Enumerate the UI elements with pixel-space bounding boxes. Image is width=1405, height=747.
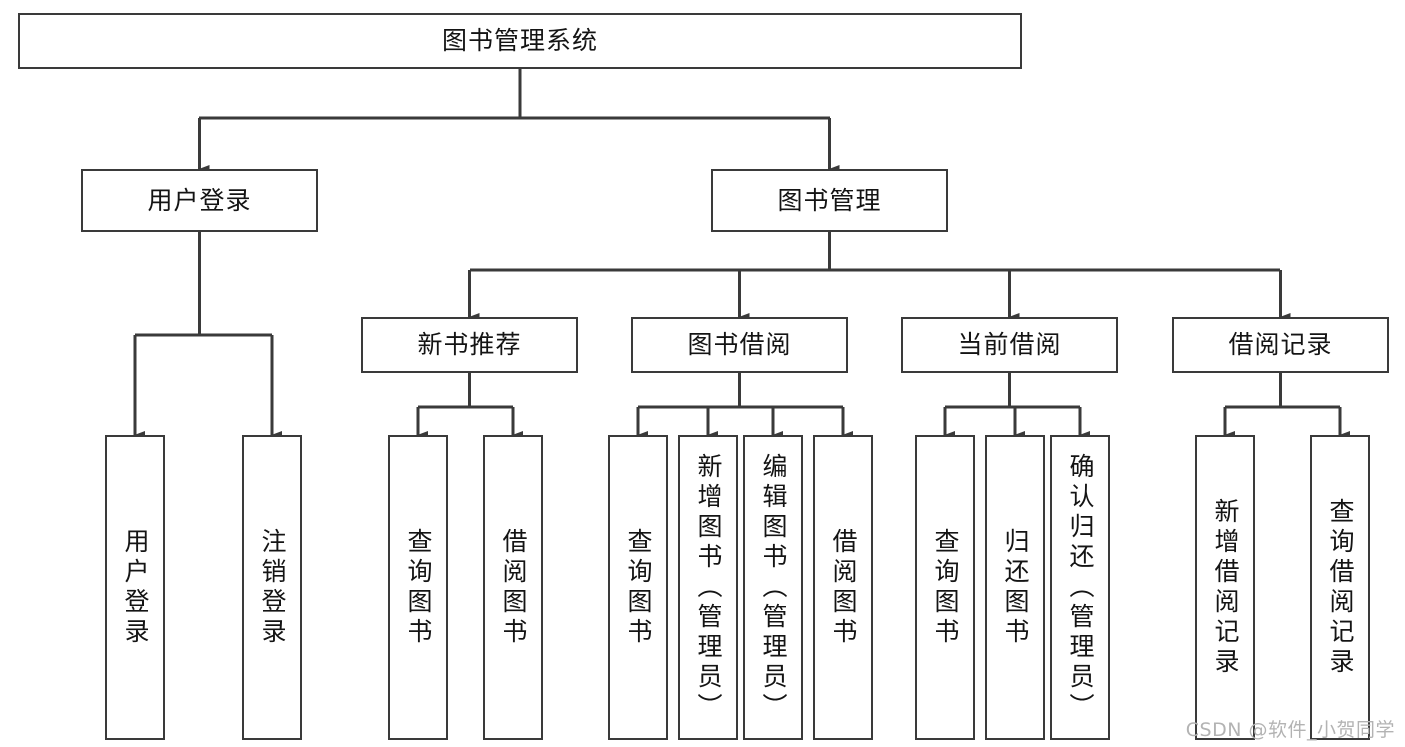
node-current-borrow[interactable]: 当前借阅 [901, 317, 1118, 373]
node-borrow-record-label: 借阅记录 [1228, 330, 1333, 359]
leaf-cb-confirm-return[interactable]: 确认归还（管理员） [1050, 435, 1110, 740]
node-current-borrow-label: 当前借阅 [957, 330, 1062, 359]
leaf-cb-query-book-label: 查询图书 [931, 527, 960, 648]
leaf-user-login[interactable]: 用户登录 [105, 435, 165, 740]
node-new-book-recommend-label: 新书推荐 [417, 330, 522, 359]
leaf-br-add-record[interactable]: 新增借阅记录 [1195, 435, 1255, 740]
leaf-nbr-query-book-label: 查询图书 [404, 527, 433, 648]
node-root-label: 图书管理系统 [441, 26, 598, 55]
node-root[interactable]: 图书管理系统 [18, 13, 1022, 69]
leaf-user-login-label: 用户登录 [121, 527, 150, 648]
leaf-bb-query-book[interactable]: 查询图书 [608, 435, 668, 740]
node-user-login-label: 用户登录 [147, 185, 252, 215]
leaf-bb-edit-book-label: 编辑图书（管理员） [759, 452, 788, 723]
node-book-borrow-label: 图书借阅 [687, 330, 792, 359]
leaf-bb-borrow-book[interactable]: 借阅图书 [813, 435, 873, 740]
leaf-cb-return-book-label: 归还图书 [1001, 527, 1030, 648]
leaf-cb-query-book[interactable]: 查询图书 [915, 435, 975, 740]
csdn-watermark: CSDN @软件_小贺同学 [1185, 719, 1395, 741]
node-book-borrow[interactable]: 图书借阅 [631, 317, 848, 373]
leaf-br-add-record-label: 新增借阅记录 [1211, 497, 1240, 678]
leaf-cb-confirm-return-label: 确认归还（管理员） [1066, 452, 1095, 723]
leaf-cb-return-book[interactable]: 归还图书 [985, 435, 1045, 740]
leaf-bb-add-book-label: 新增图书（管理员） [694, 452, 723, 723]
leaf-nbr-borrow-book-label: 借阅图书 [499, 527, 528, 648]
leaf-bb-edit-book[interactable]: 编辑图书（管理员） [743, 435, 803, 740]
node-book-manage[interactable]: 图书管理 [711, 169, 948, 232]
leaf-user-logout-label: 注销登录 [258, 527, 287, 648]
leaf-br-query-record[interactable]: 查询借阅记录 [1310, 435, 1370, 740]
leaf-br-query-record-label: 查询借阅记录 [1326, 497, 1355, 678]
leaf-bb-query-book-label: 查询图书 [624, 527, 653, 648]
node-borrow-record[interactable]: 借阅记录 [1172, 317, 1389, 373]
node-new-book-recommend[interactable]: 新书推荐 [361, 317, 578, 373]
leaf-nbr-query-book[interactable]: 查询图书 [388, 435, 448, 740]
node-book-manage-label: 图书管理 [777, 185, 882, 215]
leaf-nbr-borrow-book[interactable]: 借阅图书 [483, 435, 543, 740]
node-user-login[interactable]: 用户登录 [81, 169, 318, 232]
leaf-user-logout[interactable]: 注销登录 [242, 435, 302, 740]
leaf-bb-add-book[interactable]: 新增图书（管理员） [678, 435, 738, 740]
leaf-bb-borrow-book-label: 借阅图书 [829, 527, 858, 648]
